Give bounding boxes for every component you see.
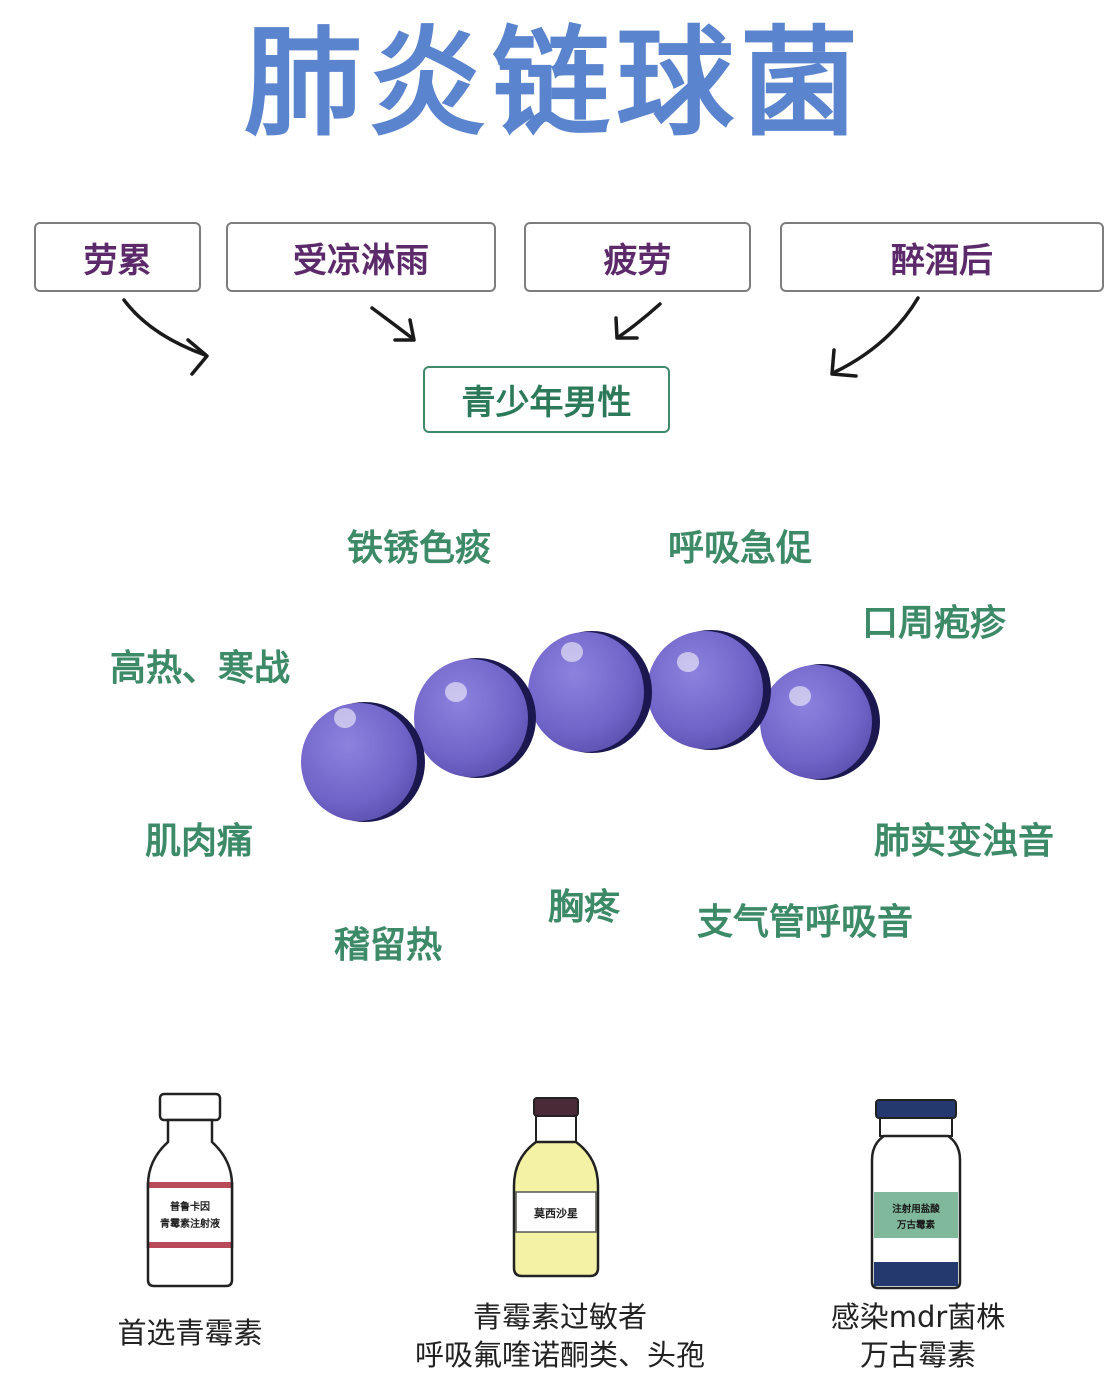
coccus-4: [647, 630, 771, 750]
vancomycin-bottle: 注射用盐酸 万古霉素: [870, 1099, 962, 1290]
caption-line: 感染mdr菌株: [830, 1300, 1006, 1334]
cause-arrows: [122, 296, 920, 378]
coccus-5: [760, 664, 880, 780]
bottle-2-label: 莫西沙星: [533, 1206, 578, 1220]
arrow-1: [122, 298, 207, 357]
arrow-2: [370, 306, 414, 340]
arrow-3: [618, 302, 662, 338]
caption-line: 青霉素过敏者: [472, 1300, 647, 1334]
symptom-consolidation-dullness: 肺实变浊音: [874, 821, 1055, 862]
bottle-1-label-line-2: 青霉素注射液: [160, 1217, 220, 1230]
symptom-rapid-breathing: 呼吸急促: [668, 528, 813, 569]
arrow-4: [833, 296, 920, 374]
procaine-penicillin-bottle: 普鲁卡因 青霉素注射液: [146, 1092, 234, 1288]
symptom-fever-chills: 高热、寒战: [110, 648, 291, 689]
cause-box-drunk: 醉酒后: [780, 222, 1104, 292]
population-label: 青少年男性: [461, 383, 632, 423]
cause-label: 受凉淋雨: [293, 240, 429, 281]
treatment-caption-penicillin: 首选青霉素: [105, 1314, 275, 1352]
caption-line: 呼吸氟喹诺酮类、头孢: [414, 1338, 705, 1372]
page-title: 肺炎链球菌: [243, 14, 864, 152]
population-box: 青少年男性: [423, 366, 670, 433]
bottle-3-label-line-2: 万古霉素: [896, 1219, 936, 1231]
cause-label: 疲劳: [603, 240, 672, 281]
treatment-caption-allergic: 青霉素过敏者 呼吸氟喹诺酮类、头孢: [405, 1298, 715, 1374]
coccus-3: [528, 631, 652, 753]
bottle-1-label-line-1: 普鲁卡因: [170, 1200, 210, 1213]
coccus-1: [301, 702, 425, 822]
arrow-4-head: [830, 348, 858, 378]
cause-box-cold-rain: 受凉淋雨: [226, 222, 496, 292]
coccus-2: [414, 658, 536, 778]
cause-label: 劳累: [83, 240, 152, 281]
caption-line: 万古霉素: [859, 1338, 976, 1372]
moxifloxacin-bottle: 莫西沙星: [512, 1097, 600, 1278]
symptom-sustained-fever: 稽留热: [334, 925, 443, 966]
arrow-3-head: [614, 316, 639, 340]
symptom-bronchial-breath: 支气管呼吸音: [697, 902, 914, 943]
arrow-2-head: [393, 318, 416, 342]
cause-label: 醉酒后: [891, 240, 993, 281]
bottle-3-label-line-1: 注射用盐酸: [892, 1203, 940, 1215]
treatment-caption-mdr: 感染mdr菌株 万古霉素: [818, 1298, 1018, 1374]
arrow-1-head: [186, 338, 209, 376]
cause-box-fatigue: 劳累: [34, 222, 201, 292]
caption-line: 首选青霉素: [117, 1316, 263, 1350]
symptom-perioral-herpes: 口周疱疹: [862, 603, 1007, 644]
symptom-chest-pain: 胸疼: [548, 887, 621, 928]
cause-box-tiredness: 疲劳: [524, 222, 751, 292]
symptom-rust-sputum: 铁锈色痰: [347, 528, 492, 569]
symptom-muscle-pain: 肌肉痛: [145, 821, 254, 862]
